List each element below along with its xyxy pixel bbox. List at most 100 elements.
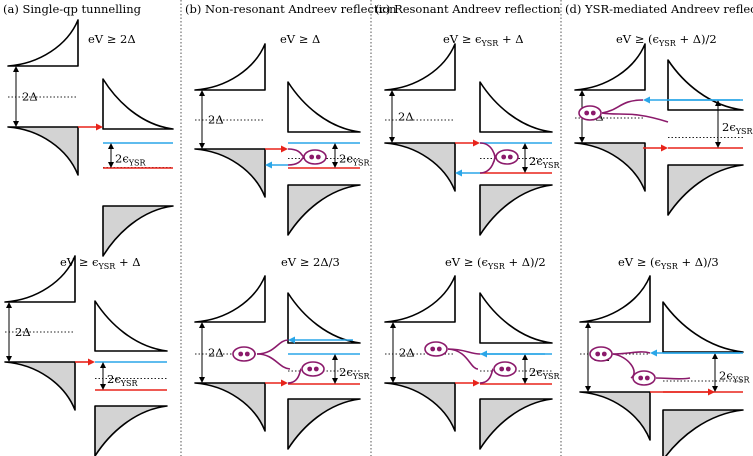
- cooper-pair-electron: [238, 351, 244, 357]
- hole-tunnel-arrow-head: [480, 350, 487, 358]
- ysr-label: 2ϵYSR: [719, 369, 751, 385]
- condition-b-top: eV ≥ Δ: [280, 32, 320, 46]
- gap-label: 2Δ: [208, 346, 224, 360]
- condition-d-bottom: eV ≥ (ϵYSR + Δ)/3: [618, 255, 719, 271]
- gap-dimension-arrow-head-up: [390, 322, 396, 328]
- sample-lower-dos: [667, 164, 744, 216]
- cooper-pair: [301, 361, 325, 377]
- condition-a-bottom: eV ≥ ϵYSR + Δ: [60, 255, 141, 271]
- gap-dimension-arrow-head-up: [13, 66, 19, 72]
- cooper-pair: [232, 346, 256, 362]
- hole-tunnel-arrow-head: [455, 169, 462, 177]
- cooper-pair-electron: [590, 110, 596, 116]
- gap-label: 2Δ: [399, 346, 415, 360]
- ysr-dimension-arrow-head-down: [100, 384, 106, 390]
- condition-c-top: eV ≥ ϵYSR + Δ: [443, 32, 524, 48]
- electron-tunnel-arrow-head: [708, 388, 715, 396]
- andreev-loop: [655, 377, 691, 380]
- ysr-dimension-arrow-head-down: [332, 378, 338, 384]
- ysr-dimension-arrow-head-down: [715, 142, 721, 148]
- andreev-loop: [612, 351, 651, 355]
- tip-upper-dos: [574, 43, 646, 91]
- ysr-label: 2ϵYSR: [115, 152, 147, 168]
- sample-upper-dos: [667, 59, 744, 111]
- ysr-label: 2ϵYSR: [339, 152, 371, 168]
- andreev-loop: [612, 353, 635, 379]
- electron-tunnel-arrow-head: [281, 379, 288, 387]
- ysr-dimension-arrow-head-up: [332, 354, 338, 360]
- cooper-pair: [424, 341, 448, 357]
- ysr-dimension-arrow-head-up: [108, 143, 114, 149]
- andreev-loop: [256, 353, 291, 370]
- gap-dimension-arrow-head-down: [579, 137, 585, 143]
- gap-dimension-arrow-head-down: [13, 121, 19, 127]
- sample-lower-dos: [94, 405, 168, 456]
- hole-tunnel-arrow-head: [265, 161, 272, 169]
- andreev-loop: [287, 148, 305, 158]
- sample-upper-dos: [287, 292, 361, 344]
- hole-tunnel-arrow-head: [643, 96, 650, 104]
- gap-label: 2Δ: [208, 113, 224, 127]
- cooper-pair-electron: [430, 346, 436, 352]
- cooper-pair-electron: [638, 375, 644, 381]
- sample-lower-dos: [479, 184, 553, 236]
- gap-dimension-arrow-head-down: [389, 137, 395, 143]
- ysr-dimension-arrow-head-down: [332, 162, 338, 168]
- cooper-pair-electron: [501, 154, 507, 160]
- ysr-dimension-arrow-head-down: [108, 162, 114, 168]
- gap-dimension-arrow-head-up: [199, 322, 205, 328]
- ysr-dimension-arrow-head-up: [712, 353, 718, 359]
- sample-lower-dos: [102, 205, 174, 257]
- ysr-dimension-arrow-head-down: [522, 378, 528, 384]
- cooper-pair: [495, 149, 519, 165]
- ysr-dimension-arrow-head-up: [715, 100, 721, 106]
- tip-filled-dos: [194, 148, 266, 198]
- cooper-pair-electron: [644, 375, 650, 381]
- ysr-dimension-arrow-head-down: [712, 386, 718, 392]
- cooper-pair-electron: [595, 351, 601, 357]
- condition-a-top: eV ≥ 2Δ: [88, 32, 136, 46]
- andreev-loop: [601, 112, 669, 123]
- ysr-dimension-arrow-head-down: [522, 167, 528, 173]
- gap-dimension-arrow-head-up: [199, 90, 205, 96]
- ysr-label: 2ϵYSR: [107, 372, 139, 388]
- tip-upper-dos: [384, 43, 456, 91]
- cooper-pair: [578, 105, 602, 121]
- tip-filled-dos: [4, 361, 76, 411]
- tip-filled-dos: [7, 126, 79, 176]
- electron-tunnel-arrow-head: [88, 358, 95, 366]
- sample-lower-dos: [479, 398, 553, 450]
- cooper-pair: [589, 346, 613, 362]
- gap-dimension-arrow-head-down: [585, 386, 591, 392]
- panel-b-title: (b) Non-resonant Andreev reflection: [185, 2, 397, 16]
- electron-tunnel-arrow-head: [96, 123, 103, 131]
- sample-upper-dos: [479, 81, 553, 133]
- hole-tunnel-arrow-head: [650, 349, 657, 357]
- gap-dimension-arrow-head-down: [6, 356, 12, 362]
- ysr-dimension-arrow-head-up: [522, 143, 528, 149]
- sample-lower-dos: [287, 184, 361, 236]
- ysr-dimension-arrow-head-up: [100, 362, 106, 368]
- cooper-pair-electron: [499, 366, 505, 372]
- tip-upper-dos: [7, 19, 79, 67]
- sample-upper-dos: [479, 292, 553, 344]
- panel-a-title: (a) Single-qp tunnelling: [3, 2, 142, 16]
- gap-dimension-arrow-head-up: [585, 322, 591, 328]
- cooper-pair-electron: [601, 351, 607, 357]
- sample-upper-dos: [94, 300, 168, 352]
- electron-tunnel-arrow-head: [473, 139, 480, 147]
- gap-label: 2Δ: [22, 90, 38, 104]
- tip-upper-dos: [194, 275, 266, 323]
- electron-tunnel-arrow-head: [473, 379, 480, 387]
- cooper-pair: [493, 361, 517, 377]
- gap-dimension-arrow-head-up: [6, 302, 12, 308]
- ysr-dimension-arrow-head-up: [332, 143, 338, 149]
- tip-filled-dos: [574, 142, 646, 192]
- cooper-pair-electron: [313, 366, 319, 372]
- condition-d-top: eV ≥ (ϵYSR + Δ)/2: [616, 32, 717, 48]
- ysr-label: 2ϵYSR: [722, 120, 753, 136]
- tip-filled-dos: [384, 142, 456, 192]
- cooper-pair-electron: [505, 366, 511, 372]
- gap-dimension-arrow-head-up: [389, 90, 395, 96]
